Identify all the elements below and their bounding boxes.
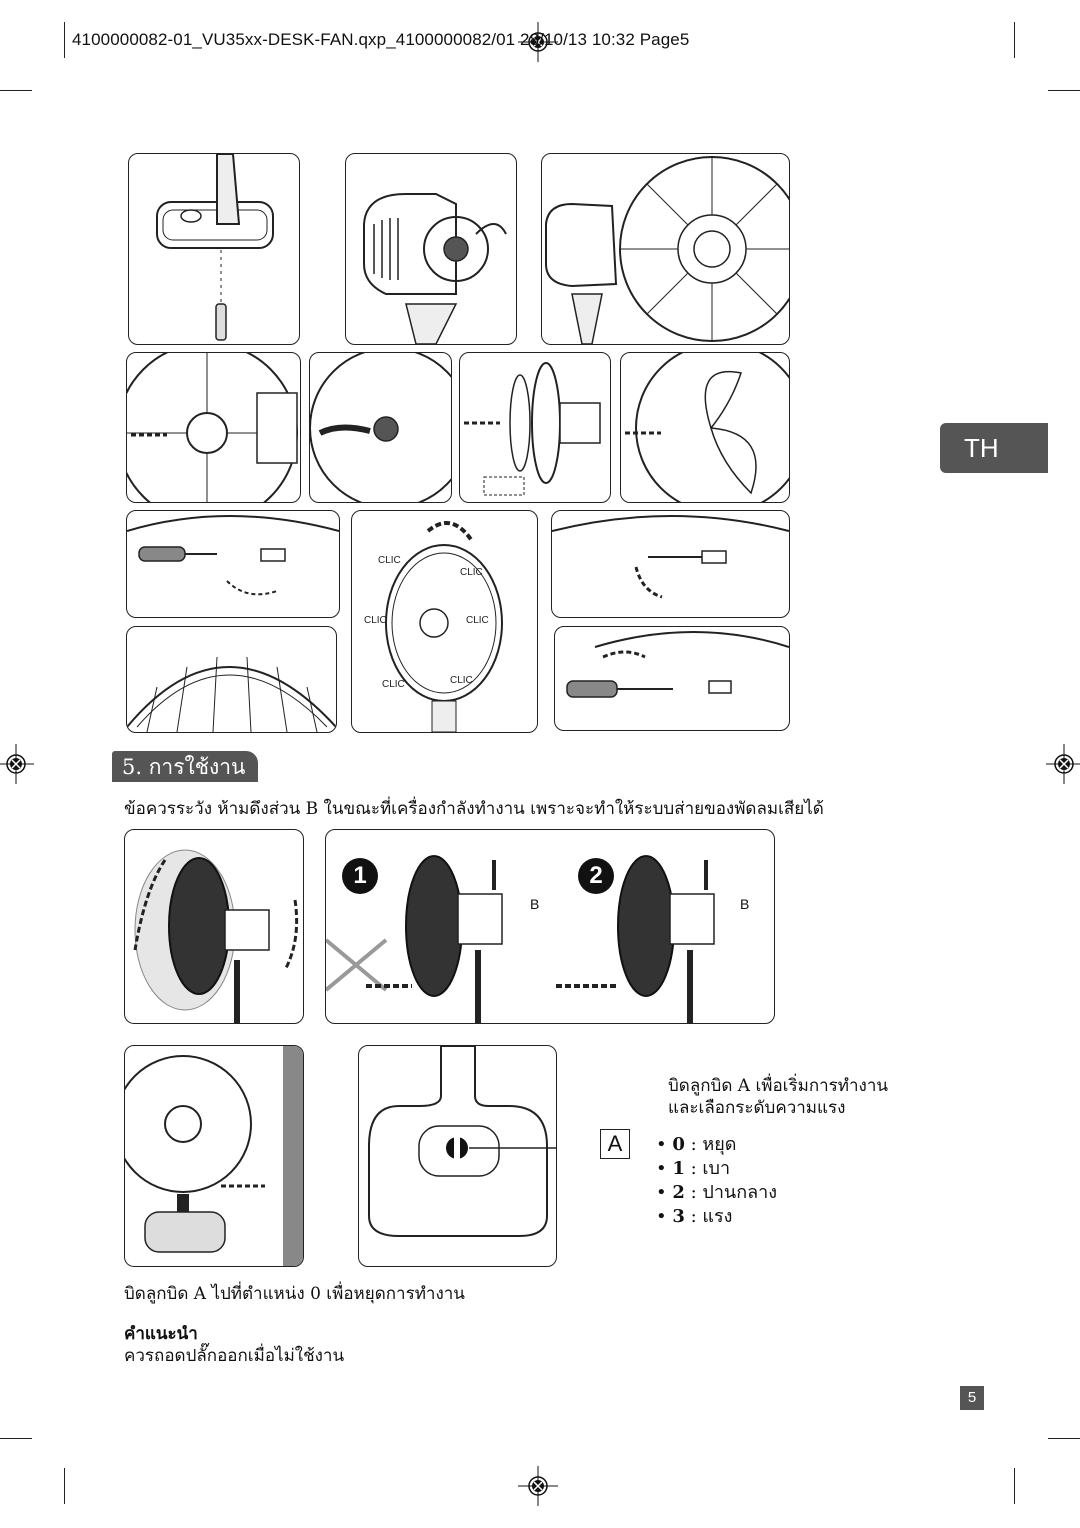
clic-label: CLIC — [450, 675, 473, 686]
page-number: 5 — [960, 1386, 984, 1410]
registration-mark-icon — [0, 744, 34, 784]
language-tab: TH — [940, 423, 1048, 473]
registration-mark-icon — [518, 1466, 558, 1506]
clic-label: CLIC — [364, 615, 387, 626]
clic-label: CLIC — [378, 555, 401, 566]
list-item: • 0 : หยุด — [656, 1134, 737, 1155]
illustration-grille-lock — [309, 352, 452, 503]
illustration-clip-screw-3 — [554, 626, 790, 731]
clic-label: CLIC — [460, 567, 483, 578]
part-a-label: A — [600, 1129, 630, 1159]
illustration-motor-housing: B — [345, 153, 517, 345]
crop-mark — [64, 1468, 65, 1504]
part-b-label: B — [530, 896, 540, 912]
illustration-oscillation-steps: 1 2 B B — [325, 829, 775, 1024]
illustration-clic-clips: CLIC CLIC CLIC CLIC CLIC CLIC — [351, 510, 538, 733]
illustration-clip-screw-1 — [126, 510, 340, 618]
warning-text: ข้อควรระวัง ห้ามดึงส่วน B ในขณะที่เครื่อ… — [124, 799, 824, 819]
advice-heading: คำแนะนำ — [124, 1324, 198, 1344]
illustration-blade-nut — [620, 352, 790, 503]
registration-mark-icon — [518, 22, 558, 62]
step-1-badge: 1 — [342, 858, 378, 894]
crop-mark — [0, 90, 32, 91]
illustration-grille-fit — [126, 352, 301, 503]
knob-instruction-line2: และเลือกระดับความแรง — [668, 1098, 846, 1118]
crop-mark — [0, 1438, 32, 1439]
illustration-grille-close — [126, 626, 337, 733]
clic-label: CLIC — [466, 615, 489, 626]
knob-instruction-line1: บิดลูกบิด A เพื่อเริ่มการทำงาน — [668, 1076, 889, 1096]
crop-mark — [1014, 22, 1015, 58]
list-item: • 1 : เบา — [656, 1158, 731, 1179]
step-2-badge: 2 — [578, 858, 614, 894]
crop-mark — [1048, 90, 1080, 91]
illustration-plug-in — [124, 1045, 304, 1267]
list-item: • 2 : ปานกลาง — [656, 1182, 778, 1203]
part-b-label: B — [740, 896, 750, 912]
illustration-base-screw — [128, 153, 300, 345]
illustration-oscillation — [124, 829, 304, 1024]
stop-instruction: บิดลูกบิด A ไปที่ตำแหน่ง 0 เพื่อหยุดการท… — [124, 1284, 465, 1304]
list-item: • 3 : แรง — [656, 1206, 733, 1227]
file-header: 4100000082-01_VU35xx-DESK-FAN.qxp_410000… — [72, 30, 690, 49]
advice-text: ควรถอดปลั๊กออกเมื่อไม่ใช้งาน — [124, 1346, 345, 1366]
speed-list: • 0 : หยุด • 1 : เบา • 2 : ปานกลาง • 3 :… — [656, 1133, 777, 1229]
section-underline — [112, 780, 258, 782]
illustration-clip-screw-2 — [551, 510, 790, 618]
illustration-rear-grille — [541, 153, 790, 345]
registration-mark-icon — [1046, 744, 1080, 784]
crop-mark — [1014, 1468, 1015, 1504]
crop-mark — [64, 22, 65, 58]
crop-mark — [1048, 1438, 1080, 1439]
illustration-blade-fit — [459, 352, 611, 503]
clic-label: CLIC — [382, 679, 405, 690]
illustration-knob-base — [358, 1045, 557, 1267]
section-title: 5. การใช้งาน — [112, 751, 258, 781]
